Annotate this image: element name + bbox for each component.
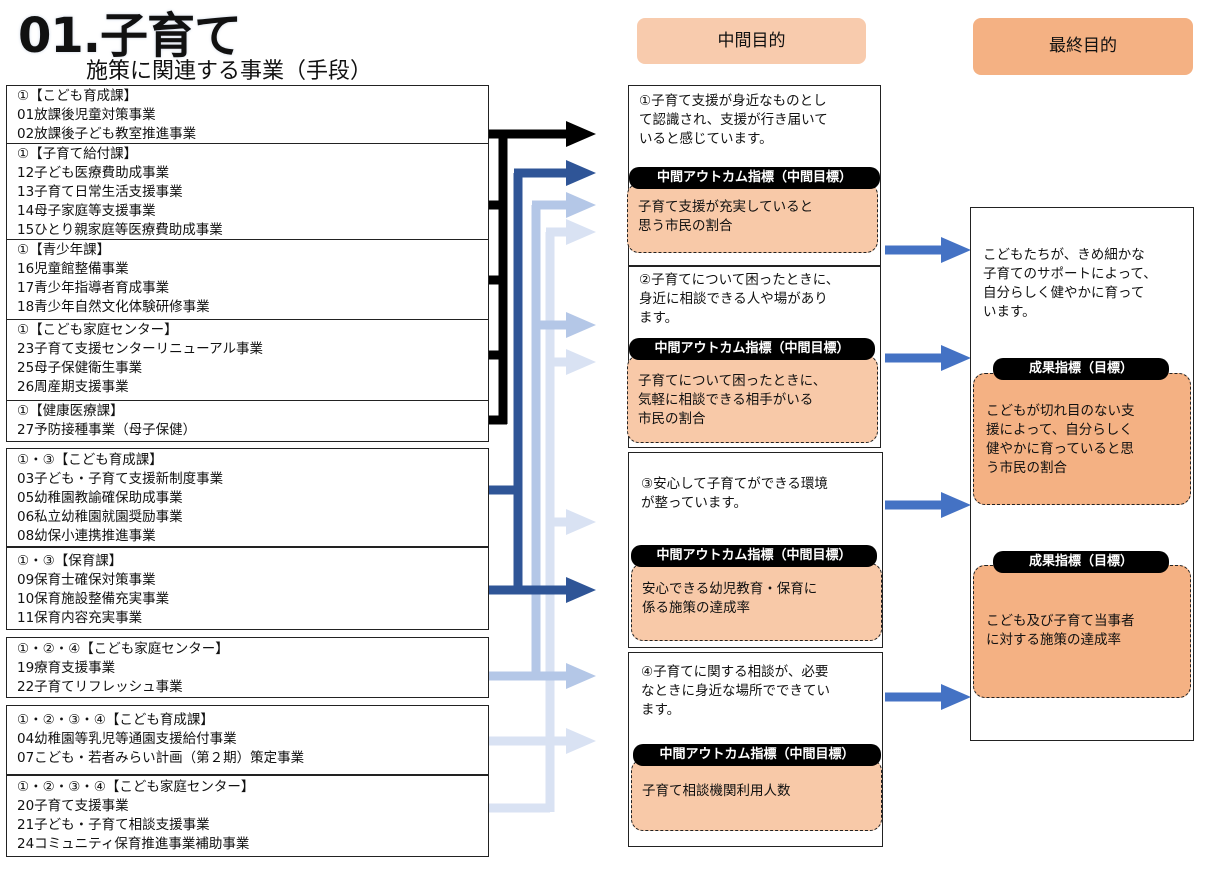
middle-indicator-label: 中間アウトカム指標（中間目標） (631, 545, 877, 567)
project-line: ①【健康医療課】 (17, 403, 124, 419)
project-box-9: ①・②・③・④【こども育成課】 04幼稚園等乳児等通園支援給付事業 07こども・… (6, 705, 489, 775)
middle-indicator-label: 中間アウトカム指標（中間目標） (629, 338, 875, 360)
middle-indicator-box: 安心できる幼児教育・保育に 係る施策の達成率 (631, 563, 882, 641)
project-line: 18青少年自然文化体験研修事業 (17, 299, 210, 315)
project-line: 06私立幼稚園就園奨励事業 (17, 509, 183, 525)
project-box-1: ①【こども育成課】 01放課後児童対策事業 02放課後子ども教室推進事業 (6, 85, 489, 144)
middle-goal-header: 中間目的 (637, 18, 866, 64)
project-line: 19療育支援事業 (17, 660, 116, 676)
project-line: 20子育て支援事業 (17, 798, 129, 814)
project-line: 10保育施設整備充実事業 (17, 591, 170, 607)
middle-goal-3: ③安心して子育てができる環境 が整っています。 安心できる幼児教育・保育に 係る… (628, 452, 883, 648)
project-line: 08幼保小連携推進事業 (17, 528, 156, 544)
project-line: ①【青少年課】 (17, 242, 111, 258)
project-box-3: ①【青少年課】 16児童館整備事業 17青少年指導者育成事業 18青少年自然文化… (6, 239, 489, 320)
project-line: 15ひとり親家庭等医療費助成事業 (17, 222, 223, 238)
project-line: 16児童館整備事業 (17, 261, 129, 277)
connector-group-light (488, 200, 568, 681)
project-line: 03子ども・子育て支援新制度事業 (17, 471, 224, 487)
middle-indicator-label: 中間アウトカム指標（中間目標） (633, 744, 881, 766)
project-line: 11保育内容充実事業 (17, 610, 143, 626)
project-line: 12子ども医療費助成事業 (17, 165, 170, 181)
project-line: 23子育て支援センターリニューアル事業 (17, 341, 264, 357)
project-line: 21子ども・子育て相談支援事業 (17, 817, 210, 833)
arrowheads-light (566, 192, 596, 689)
project-line: ①【こども家庭センター】 (17, 322, 178, 338)
project-line: ①・②・③・④【こども家庭センター】 (17, 779, 255, 795)
middle-goal-header-label: 中間目的 (717, 31, 786, 51)
middle-goal-text: ①子育て支援が身近なものとし て認識され、支援が行き届いて いると感じています。 (639, 93, 828, 147)
final-goal-header: 最終目的 (973, 18, 1193, 75)
project-box-2: ①【子育て給付課】 12子ども医療費助成事業 13子育て日常生活支援事業 14母… (6, 143, 489, 240)
project-line: 24コミュニティ保育推進事業補助事業 (17, 836, 250, 852)
project-line: 14母子家庭等支援事業 (17, 203, 156, 219)
project-line: 02放課後子ども教室推進事業 (17, 126, 197, 142)
project-line: ①・②・④【こども家庭センター】 (17, 641, 229, 657)
middle-goal-4: ④子育てに関する相談が、必要 なときに身近な場所でできてい ます。 子育て相談機… (628, 652, 883, 847)
middle-indicator-label: 中間アウトカム指標（中間目標） (629, 167, 880, 189)
middle-goal-2: ②子育てについて困ったときに、 身近に相談できる人や場があり ます。 子育てにつ… (627, 266, 881, 448)
final-goal-text: こどもたちが、きめ細かな 子育てのサポートによって、 自分らしく健やかに育って … (983, 247, 1157, 320)
project-line: 07こども・若者みらい計画（第２期）策定事業 (17, 750, 305, 766)
project-line: 04幼稚園等乳児等通園支援給付事業 (17, 731, 237, 747)
project-line: 26周産期支援事業 (17, 379, 129, 395)
middle-goal-text: ③安心して子育てができる環境 が整っています。 (641, 476, 828, 511)
project-line: 05幼稚園教諭確保助成事業 (17, 490, 183, 506)
project-line: ①・②・③・④【こども育成課】 (17, 712, 214, 728)
project-line: ①・③【保育課】 (17, 553, 123, 569)
project-box-4: ①【こども家庭センター】 23子育て支援センターリニューアル事業 25母子保健衛… (6, 319, 489, 401)
page-title: 01.子育て (18, 8, 242, 64)
final-indicator-label: 成果指標（目標） (993, 358, 1169, 380)
connector-group-black (488, 129, 568, 425)
project-box-8: ①・②・④【こども家庭センター】 19療育支援事業 22子育てリフレッシュ事業 (6, 637, 489, 698)
project-line: 25母子保健衛生事業 (17, 360, 143, 376)
final-arrows (885, 237, 971, 710)
project-line: 01放課後児童対策事業 (17, 107, 156, 123)
page-subtitle: 施策に関連する事業（手段） (86, 59, 373, 84)
project-line: ①【こども育成課】 (17, 88, 138, 104)
project-line: 22子育てリフレッシュ事業 (17, 679, 183, 695)
middle-goal-text: ④子育てに関する相談が、必要 なときに身近な場所でできてい ます。 (641, 664, 830, 718)
final-indicator-label: 成果指標（目標） (993, 551, 1169, 573)
project-line: 13子育て日常生活支援事業 (17, 184, 183, 200)
connector-group-dark (488, 168, 568, 595)
final-goal-header-label: 最終目的 (1049, 36, 1117, 56)
middle-goal-text: ②子育てについて困ったときに、 身近に相談できる人や場があり ます。 (639, 272, 840, 326)
final-goal: こどもたちが、きめ細かな 子育てのサポートによって、 自分らしく健やかに育って … (970, 207, 1194, 741)
project-line: ①・③【こども育成課】 (17, 452, 163, 468)
project-line: 27予防接種事業（母子保健） (17, 422, 197, 438)
middle-indicator-box: 子育て相談機関利用人数 (631, 759, 882, 831)
project-line: 09保育士確保対策事業 (17, 572, 156, 588)
project-line: ①【子育て給付課】 (17, 146, 138, 162)
project-line: 17青少年指導者育成事業 (17, 280, 170, 296)
arrowheads-black (566, 121, 596, 147)
final-indicator-box: こども及び子育て当事者 に対する施策の達成率 (973, 565, 1191, 698)
project-box-7: ①・③【保育課】 09保育士確保対策事業 10保育施設整備充実事業 11保育内容… (6, 547, 489, 630)
middle-indicator-box: 子育て支援が充実していると 思う市民の割合 (627, 183, 878, 253)
middle-goal-1: ①子育て支援が身近なものとし て認識され、支援が行き届いて いると感じています。… (627, 85, 881, 266)
project-box-5: ①【健康医療課】 27予防接種事業（母子保健） (6, 400, 489, 442)
middle-indicator-box: 子育てについて困ったときに、 気軽に相談できる相手がいる 市民の割合 (627, 355, 878, 443)
project-box-10: ①・②・③・④【こども家庭センター】 20子育て支援事業 21子ども・子育て相談… (6, 775, 489, 857)
project-box-6: ①・③【こども育成課】 03子ども・子育て支援新制度事業 05幼稚園教諭確保助成… (6, 448, 489, 547)
final-indicator-box: こどもが切れ目のない支 援によって、自分らしく 健やかに育っていると思 う市民の… (973, 373, 1191, 505)
